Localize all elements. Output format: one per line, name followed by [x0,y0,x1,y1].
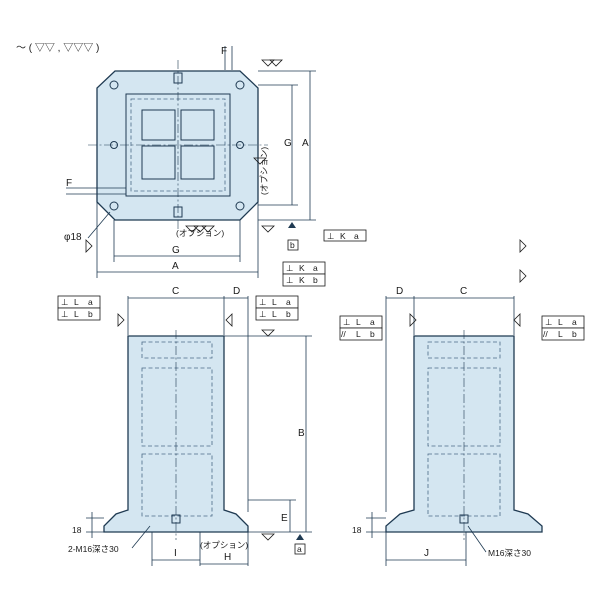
dim-label-G-bottom: G [172,245,180,256]
bolt-hole-br [235,201,245,211]
dim-label-A-bottom: A [172,261,179,272]
svg-text:⊥: ⊥ [327,231,335,241]
window-bottom-left [141,145,176,180]
svg-text:b: b [286,309,291,319]
bolt-hole-tr [235,80,245,90]
svg-text:b: b [572,329,577,339]
tolerance-frame-K-a: ⊥ K a [282,261,326,275]
window-top-right [180,109,215,141]
dim-label-18-front: 18 [72,525,82,535]
svg-text:⊥: ⊥ [259,297,267,307]
datum-b-label: b [290,240,295,250]
finish-markers [85,59,527,541]
tap-note-front: 2-M16深さ30 [68,544,119,554]
datum-b-frame [287,239,299,251]
tolerance-frame-K-b: ⊥ K b [282,273,326,287]
front-view: C D B E 18 2-M16深さ30 (オプション) I H a [68,286,312,566]
tolerance-frame-L-b-front-right: ⊥ L b [255,307,299,321]
svg-text:L: L [74,309,79,319]
svg-text:K: K [299,275,305,285]
finish-symbol-label: ～ ( ▽▽ , ▽▽▽ ) [16,43,99,54]
dim-label-C-side: C [460,286,467,297]
top-view-dimensions: F G A (オプション) F (オプション) φ18 G A b [64,46,316,278]
front-key-slot [171,514,181,524]
dim-label-18-side: 18 [352,525,362,535]
svg-text:L: L [356,329,361,339]
svg-text:⊥: ⊥ [259,309,267,319]
tolerance-frame-L-b-front: ⊥ L b [57,307,101,321]
svg-text:a: a [370,317,375,327]
dim-label-D-front: D [233,286,240,297]
bolt-hole-tl [109,80,119,90]
svg-text:b: b [88,309,93,319]
svg-text:a: a [572,317,577,327]
svg-text://: // [341,329,346,339]
svg-text:⊥: ⊥ [343,317,351,327]
svg-text:⊥: ⊥ [61,309,69,319]
dim-label-E: E [281,513,288,524]
tolerance-frame-L-a-side-right: ⊥ L a [541,315,585,329]
dim-label-I: I [174,548,177,559]
svg-text:L: L [558,329,563,339]
hole-diameter-note: φ18 [64,232,82,243]
window-top-left [141,109,176,141]
tap-hole-left [110,141,118,149]
side-view: C D 18 J M16深さ30 [352,286,543,566]
dim-label-D-side: D [396,286,403,297]
svg-text:K: K [299,263,305,273]
svg-text:a: a [354,231,359,241]
top-view-outline [96,70,259,221]
datum-a-frame [294,543,306,555]
svg-text:a: a [88,297,93,307]
side-key-slot [459,514,469,524]
top-view [88,60,268,230]
bolt-hole-bl [109,201,119,211]
dim-label-F-left: F [66,178,72,189]
tolerance-frame-L-a-front-right: ⊥ L a [255,295,299,309]
tolerance-frame-L-a-front: ⊥ L a [57,295,101,309]
option-note-right: (オプション) [259,147,269,195]
svg-text:⊥: ⊥ [286,275,294,285]
key-slot-top [173,72,183,84]
window-bottom-right [180,145,215,180]
dim-label-H: H [224,552,231,563]
svg-text:L: L [558,317,563,327]
tap-note-side: M16深さ30 [488,548,531,558]
svg-text:⊥: ⊥ [545,317,553,327]
tolerance-frame-par-L-b-side-right: // L b [541,327,585,341]
svg-text:K: K [340,231,346,241]
svg-text:L: L [272,309,277,319]
dim-label-J: J [424,548,429,559]
datum-a-label: a [297,544,302,554]
dim-label-F-top: F [221,46,227,57]
dim-label-A-right: A [302,138,309,149]
dim-label-B: B [298,428,305,439]
svg-text:a: a [313,263,318,273]
svg-text:L: L [356,317,361,327]
tolerance-frame-K-a-top: ⊥ K a [323,229,367,242]
svg-text:b: b [370,329,375,339]
tolerance-frame-L-a-side: ⊥ L a [339,315,383,329]
dim-label-G-right: G [284,138,292,149]
svg-text:L: L [74,297,79,307]
tolerance-frame-par-L-b-side: // L b [339,327,383,341]
svg-text://: // [543,329,548,339]
svg-text:⊥: ⊥ [61,297,69,307]
svg-text:L: L [272,297,277,307]
svg-text:a: a [286,297,291,307]
key-slot-bottom [173,206,183,218]
svg-text:⊥: ⊥ [286,263,294,273]
option-note-bottom: (オプション) [176,228,224,238]
tap-hole-right [236,141,244,149]
option-note-front: (オプション) [200,540,248,550]
svg-text:b: b [313,275,318,285]
dim-label-C-front: C [172,286,179,297]
